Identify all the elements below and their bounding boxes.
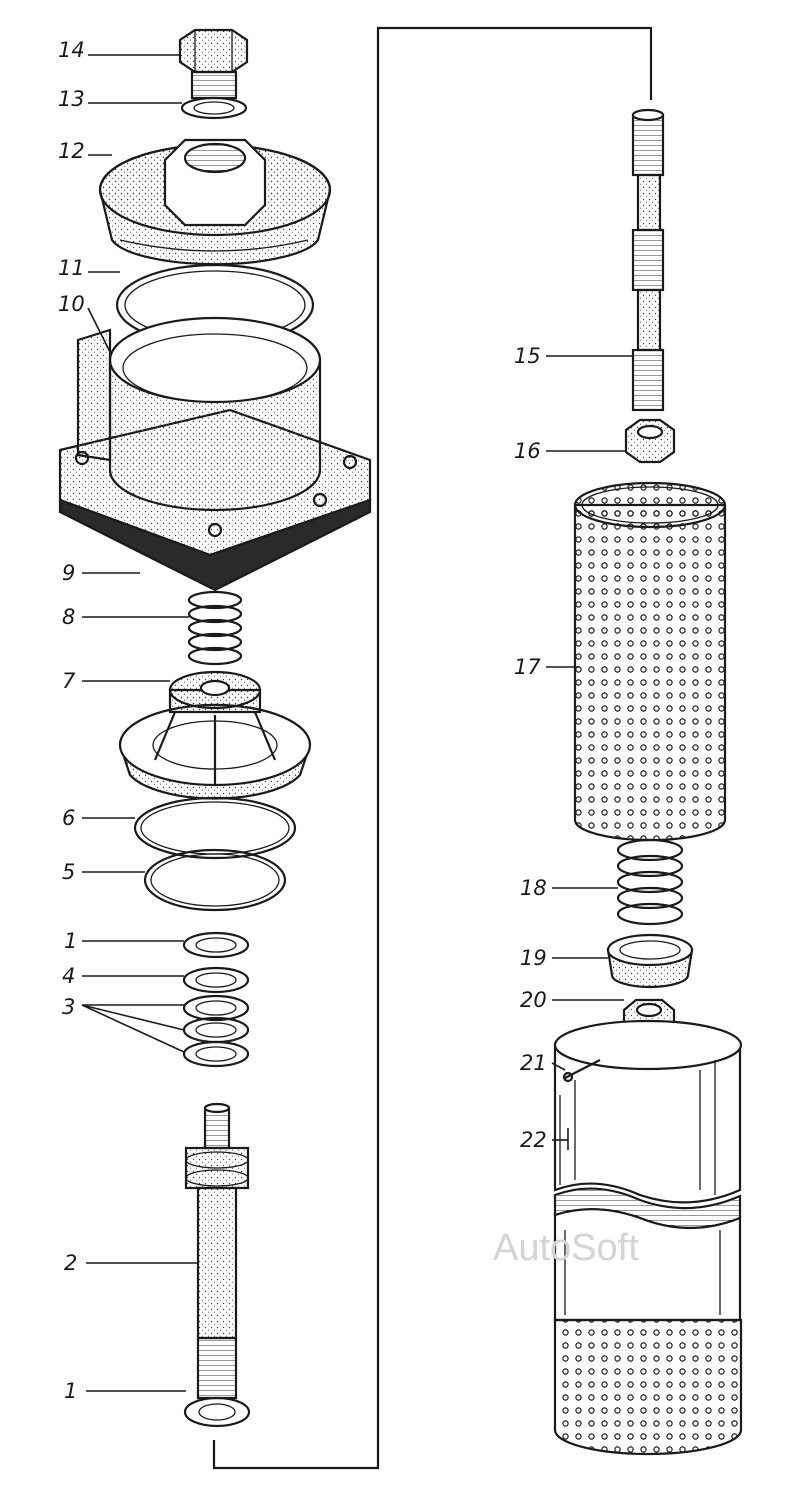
part-14-plug [178,28,249,100]
part-3-rings [182,994,250,1068]
part-5-ring [143,848,287,912]
leader-lines [81,54,633,1392]
part-1-washer-lower [183,1396,251,1428]
label-8: 8 [62,605,75,629]
part-16-nut [624,418,676,464]
watermark: AutoSoft [493,1227,639,1269]
part-13-washer [180,96,248,120]
part-9-gasket [58,498,372,592]
label-10: 10 [58,292,85,316]
part-1-washer-upper [182,931,250,959]
part-7-valve-body [118,670,312,800]
part-2-rod [184,1102,250,1400]
label-14: 14 [58,38,85,62]
label-1-lower: 1 [64,1379,77,1403]
part-4-ring [182,966,250,994]
part-labels: 14 13 12 11 10 9 8 7 6 5 1 4 3 2 1 15 16… [58,38,547,1403]
label-9: 9 [62,561,75,585]
part-21-pin [562,1059,601,1083]
label-5: 5 [62,860,75,884]
part-19-cup [606,933,694,989]
label-22: 22 [520,1128,547,1152]
label-11: 11 [58,256,85,280]
label-1-upper: 1 [64,929,77,953]
label-16: 16 [514,439,541,463]
label-18: 18 [520,876,547,900]
part-18-spring [616,838,684,926]
assembly-link-line [212,26,653,1470]
label-21: 21 [520,1051,547,1075]
label-19: 19 [520,946,547,970]
label-15: 15 [514,344,541,368]
label-17: 17 [514,655,541,679]
part-8-spring [187,590,243,666]
part-22-canister [553,1019,743,1456]
label-12: 12 [58,139,85,163]
label-6: 6 [62,806,75,830]
label-2: 2 [64,1251,77,1275]
label-3: 3 [62,995,75,1019]
part-15-rod [631,108,665,412]
part-17-filter-tube [573,481,727,842]
label-13: 13 [58,87,85,111]
label-4: 4 [62,964,75,988]
label-7: 7 [62,669,76,693]
part-12-cover [98,138,332,266]
label-20: 20 [520,988,547,1012]
